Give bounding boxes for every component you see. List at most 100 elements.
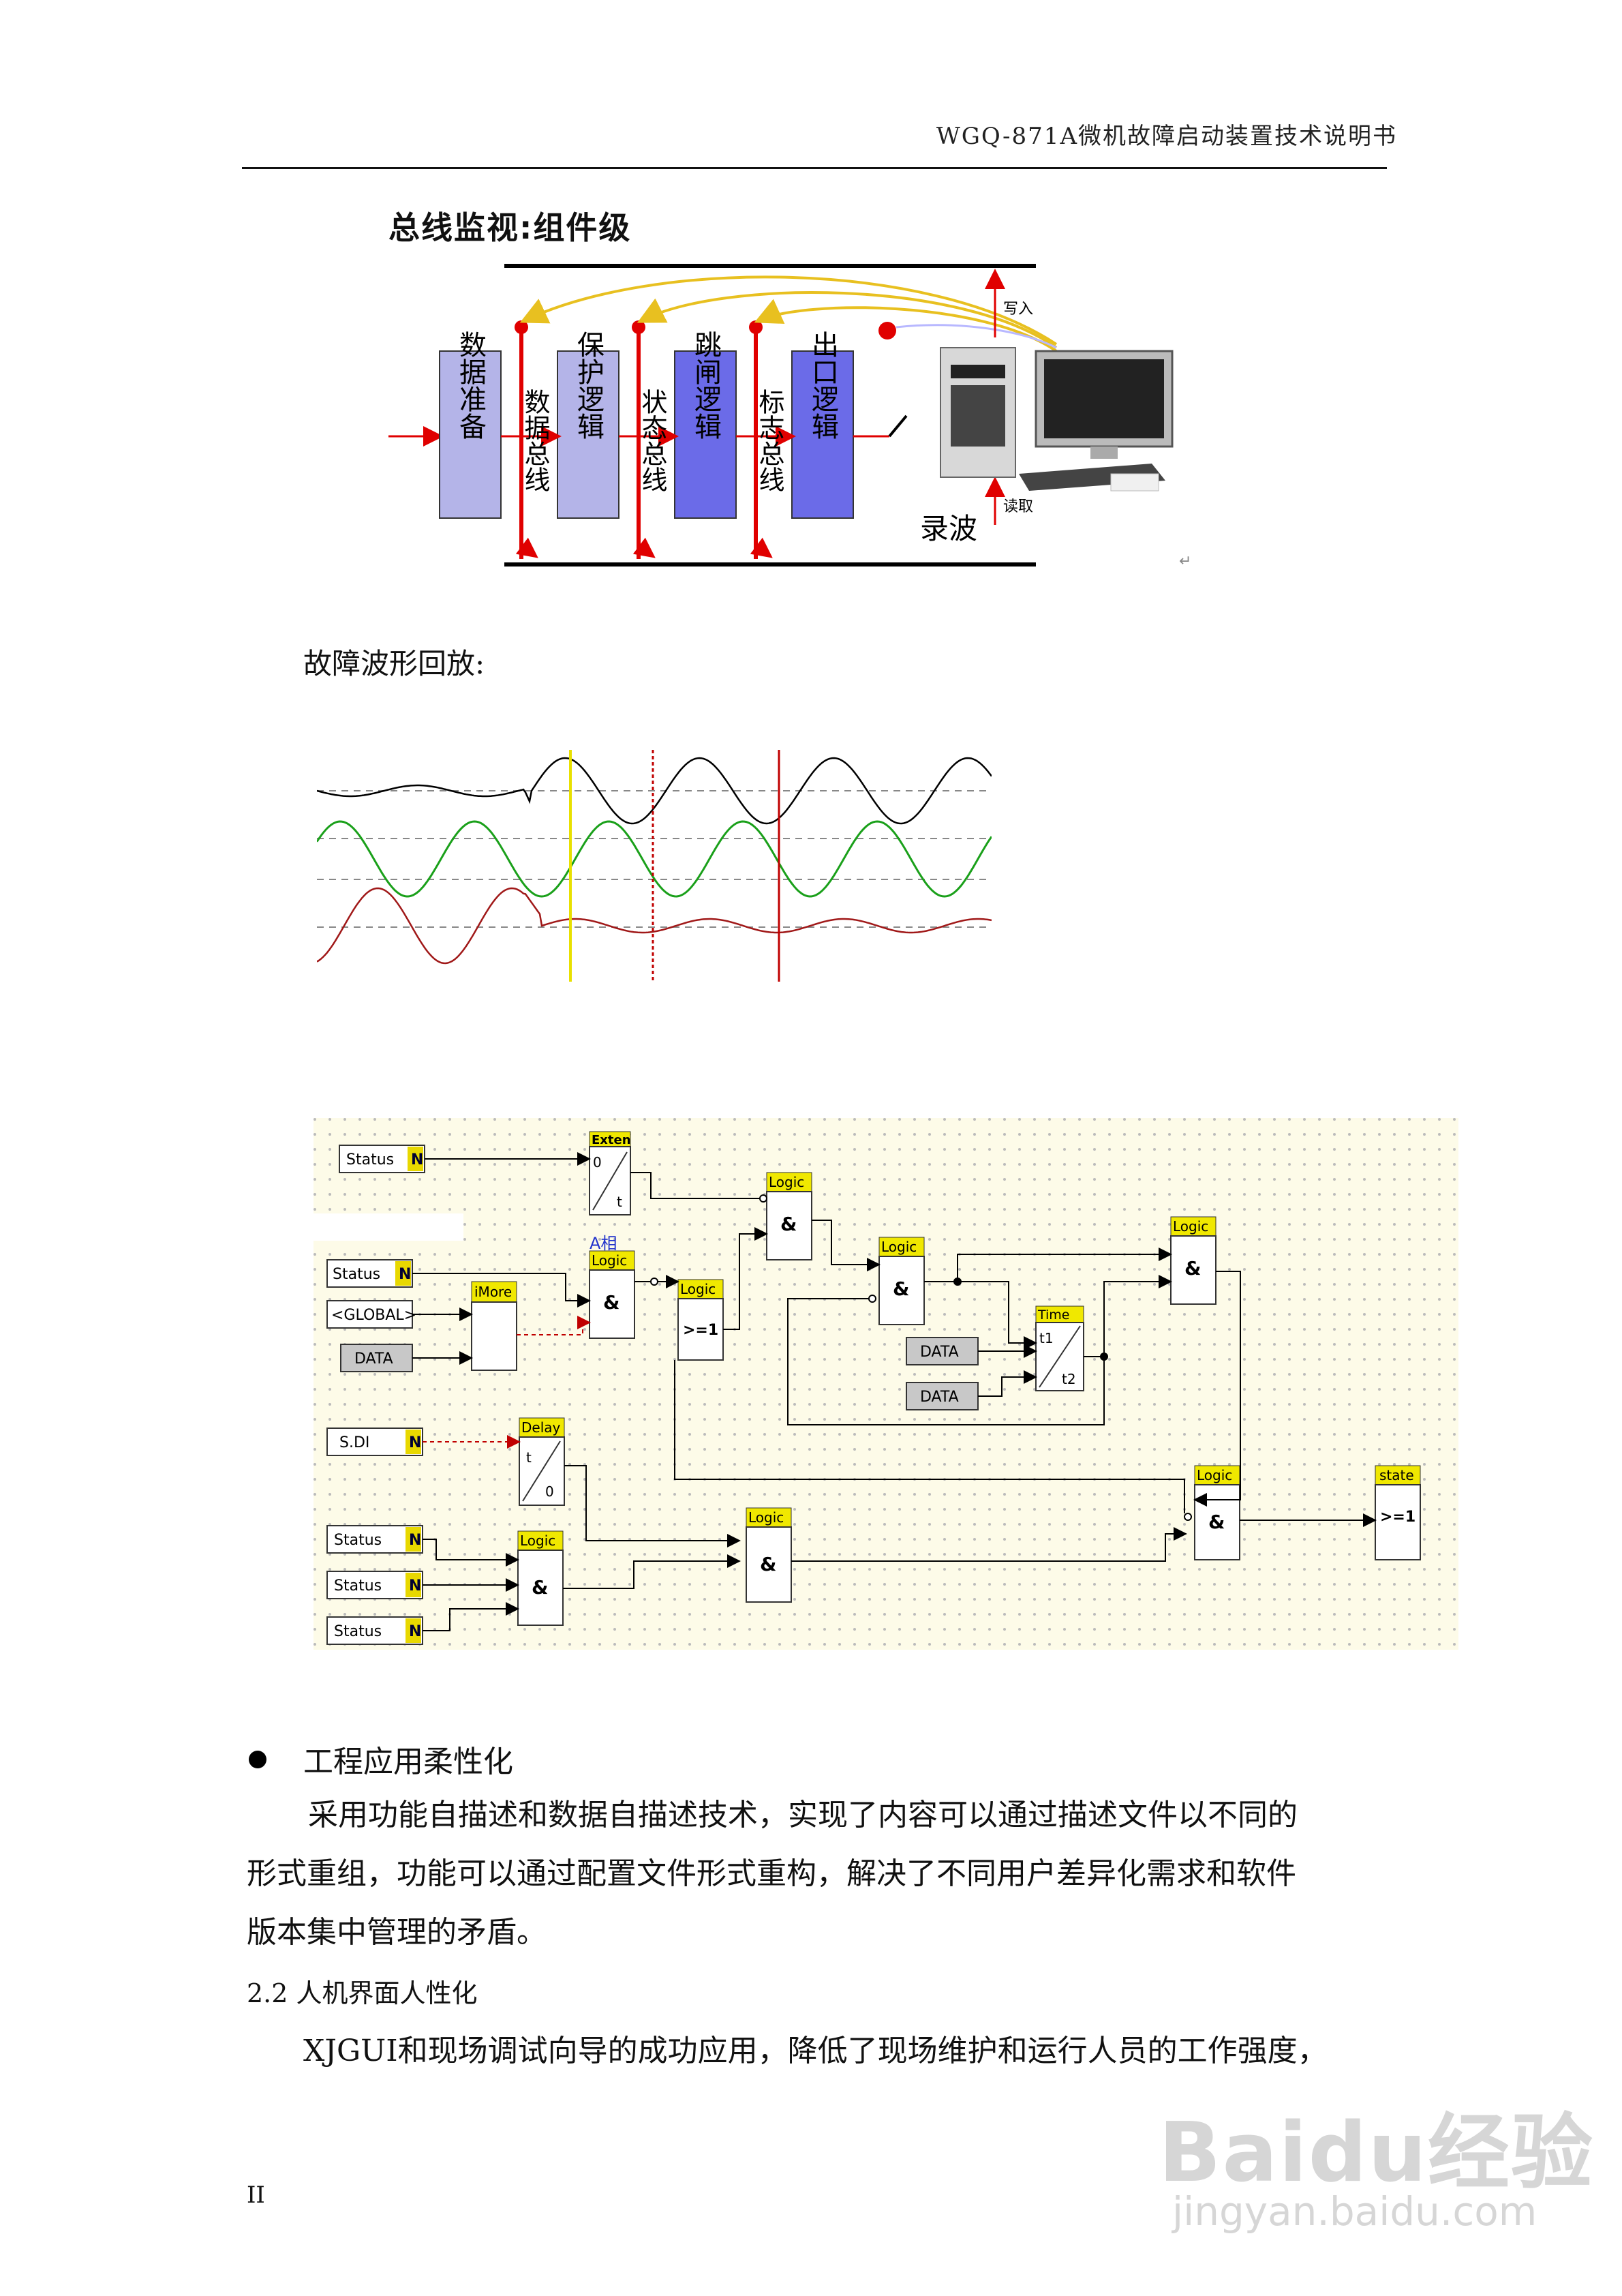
svg-text:t: t	[526, 1449, 532, 1466]
svg-text:Exten: Exten	[592, 1133, 631, 1147]
bus-label: 状态总线	[637, 389, 667, 492]
input-status-4: Status N	[326, 1571, 423, 1599]
logic-and-3: Logic &	[878, 1237, 925, 1325]
svg-text:Logic: Logic	[748, 1509, 784, 1526]
svg-text:Delay: Delay	[521, 1419, 561, 1436]
svg-text:N: N	[399, 1266, 411, 1283]
svg-text:t2: t2	[1062, 1371, 1076, 1387]
block-protect-logic	[557, 350, 619, 519]
svg-text:&: &	[760, 1553, 776, 1575]
waveform-black	[317, 757, 992, 825]
svg-text:&: &	[1184, 1257, 1201, 1280]
svg-text:&: &	[532, 1576, 548, 1599]
input-data-1: DATA	[340, 1344, 413, 1372]
svg-text:&: &	[780, 1213, 797, 1235]
header-title: WGQ-871A微机故障启动装置技术说明书	[936, 123, 1397, 150]
svg-text:Logic: Logic	[1173, 1218, 1208, 1235]
logic-diagram: Status N Status N <GLOBAL> DATA S.DI N S…	[313, 1118, 1458, 1650]
bus-diagram-title: 总线监视:组件级	[388, 209, 632, 246]
logic-and-6: Logic &	[746, 1507, 792, 1603]
time-block: Time t1 t2	[1035, 1305, 1084, 1391]
input-status-1: Status N	[339, 1145, 425, 1173]
svg-text:&: &	[893, 1278, 909, 1300]
svg-text:0: 0	[593, 1154, 602, 1170]
svg-text:>=1: >=1	[1380, 1509, 1416, 1526]
paragraph-line: 采用功能自描述和数据自描述技术，实现了内容可以通过描述文件以不同的	[308, 1798, 1298, 1832]
delay-block: Delay t 0	[519, 1417, 565, 1506]
block-text: 跳闸逻辑	[690, 331, 721, 440]
logic-and-1: Logic &	[589, 1250, 635, 1339]
bus-label: 标志总线	[754, 389, 784, 492]
svg-text:N: N	[409, 1532, 421, 1549]
block-text: 保护逻辑	[572, 331, 605, 440]
svg-text:Logic: Logic	[1197, 1467, 1232, 1483]
svg-text:N: N	[409, 1434, 421, 1451]
bus-label: 数据总线	[520, 389, 550, 492]
svg-text:t1: t1	[1039, 1330, 1054, 1346]
waveform-red	[317, 887, 992, 965]
computer-icon	[940, 347, 1174, 492]
svg-text:Logic: Logic	[881, 1239, 917, 1255]
svg-text:DATA: DATA	[920, 1344, 959, 1361]
svg-text:N: N	[409, 1577, 421, 1595]
input-global: <GLOBAL>	[326, 1300, 416, 1329]
bullet-title: 工程应用柔性化	[303, 1744, 513, 1779]
input-data-2: DATA	[906, 1337, 979, 1365]
extend-block: Exten 0 t	[589, 1131, 631, 1215]
input-status-5: Status N	[326, 1616, 423, 1645]
svg-text:Logic: Logic	[520, 1532, 555, 1549]
header-rule	[242, 167, 1387, 169]
paragraph-line: 版本集中管理的矛盾。	[247, 1915, 547, 1950]
svg-text:Logic: Logic	[769, 1174, 804, 1190]
svg-text:<GLOBAL>: <GLOBAL>	[331, 1307, 416, 1324]
input-data-3: DATA	[906, 1382, 979, 1410]
fault-waveform-plot	[317, 750, 992, 982]
svg-text:&: &	[603, 1291, 619, 1314]
block-text: 出口逻辑	[807, 331, 838, 440]
logic-and-5: Logic &	[517, 1530, 564, 1626]
svg-text:Time: Time	[1037, 1308, 1070, 1323]
input-status-2: Status N	[326, 1259, 413, 1288]
block-exit-logic	[791, 350, 854, 519]
bus-monitor-diagram: 数据准备 保护逻辑 跳闸逻辑 出口逻辑 数据总线 状态总线 标志总线 写入 读取…	[388, 264, 1191, 570]
svg-text:Status: Status	[334, 1623, 382, 1640]
section-heading: 2.2 人机界面人性化	[247, 1978, 478, 2008]
svg-text:Status: Status	[333, 1266, 380, 1283]
write-label: 写入	[1003, 301, 1033, 318]
input-sdi: S.DI N	[326, 1428, 423, 1456]
svg-text:Status: Status	[346, 1151, 394, 1168]
block-data-prep	[439, 350, 502, 519]
svg-text:>=1: >=1	[683, 1322, 718, 1339]
waveform-green	[317, 820, 992, 898]
svg-text:t: t	[617, 1194, 622, 1210]
phase-label: A相	[590, 1234, 617, 1253]
svg-text:Logic: Logic	[592, 1252, 627, 1269]
svg-text:Status: Status	[334, 1577, 382, 1595]
paragraph-1: 采用功能自描述和数据自描述技术，实现了内容可以通过描述文件以不同的 形式重组，功…	[247, 1786, 1392, 1962]
svg-text:Status: Status	[334, 1532, 382, 1549]
page-number: II	[247, 2181, 265, 2209]
svg-text:N: N	[409, 1623, 421, 1640]
bullet-dot	[249, 1751, 266, 1768]
input-status-3: Status N	[326, 1525, 423, 1554]
paragraph-line: 形式重组，功能可以通过配置文件形式重构，解决了不同用户差异化需求和软件	[247, 1856, 1296, 1891]
paragraph-2: XJGUI和现场调试向导的成功应用，降低了现场维护和运行人员的工作强度，	[303, 2034, 1328, 2068]
watermark-url: jingyan.baidu.com	[1172, 2188, 1537, 2235]
logic-and-7: Logic &	[1194, 1465, 1240, 1560]
logic-and-4: Logic &	[1170, 1216, 1216, 1305]
svg-text:iMore: iMore	[474, 1284, 512, 1300]
return-mark: ↵	[1179, 553, 1191, 570]
logic-or-1: Logic >=1	[677, 1279, 724, 1361]
switch-icon	[888, 414, 908, 438]
svg-text:DATA: DATA	[354, 1350, 393, 1368]
block-text: 数据准备	[455, 331, 486, 440]
svg-text:Logic: Logic	[680, 1281, 716, 1297]
svg-text:&: &	[1208, 1511, 1225, 1533]
record-label: 录波	[920, 512, 977, 545]
watermark-logo: Baidu经验	[1159, 2106, 1594, 2201]
svg-text:state: state	[1379, 1467, 1414, 1483]
imore-block: iMore	[471, 1281, 517, 1371]
read-label: 读取	[1003, 498, 1033, 515]
block-trip-logic	[674, 350, 737, 519]
state-block: state >=1	[1375, 1465, 1421, 1560]
